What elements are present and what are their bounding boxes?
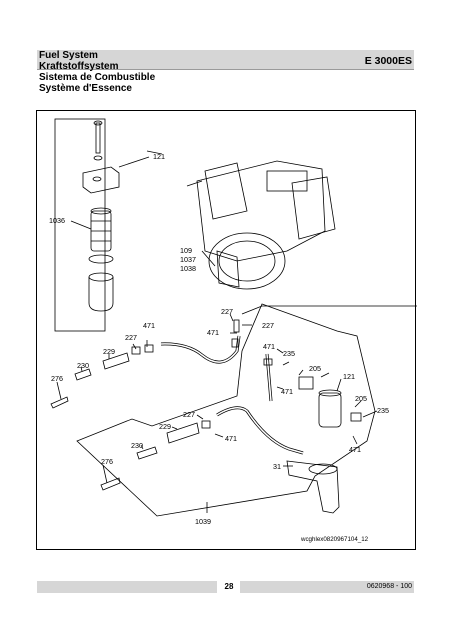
callout-205a: 205 — [309, 364, 321, 373]
header-divider — [37, 69, 414, 70]
callout-471c: 471 — [263, 342, 275, 351]
washer-part — [93, 155, 103, 161]
connector-lower-part — [166, 422, 200, 444]
o-ring-part — [88, 254, 114, 264]
title-en: Fuel System — [39, 50, 98, 61]
callout-31: 31 — [273, 462, 281, 471]
title-fr: Système d'Essence — [39, 83, 132, 94]
footer-bar-left — [37, 581, 217, 593]
callout-labels: 121 1036 109 1037 1038 227 227 471 471 2… — [49, 152, 389, 543]
callout-230b: 230 — [131, 441, 143, 450]
pump-body — [216, 250, 240, 288]
mounting-bracket-part — [286, 460, 340, 514]
callout-276b: 276 — [101, 457, 113, 466]
callout-227d: 227 — [183, 410, 195, 419]
callout-109: 109 — [180, 246, 192, 255]
fuel-hose-lower — [216, 406, 304, 455]
callout-1037: 1037 — [180, 255, 196, 264]
filter-detail-frame — [54, 118, 106, 332]
callout-121a: 121 — [153, 152, 165, 161]
callout-1038: 1038 — [180, 264, 196, 273]
callout-1036: 1036 — [49, 216, 65, 225]
plug-part — [50, 396, 69, 409]
exploded-view: 121 1036 109 1037 1038 227 227 471 471 2… — [49, 118, 417, 543]
inline-filter-part — [298, 376, 314, 390]
callout-471f: 471 — [349, 445, 361, 454]
model-code: E 3000ES — [364, 55, 412, 67]
fitting-part — [131, 346, 141, 355]
inline-filter-body — [318, 392, 342, 428]
callout-205b: 205 — [355, 394, 367, 403]
figure-reference: wcghlex0820967104_12 — [300, 536, 369, 543]
callout-471e: 471 — [225, 434, 237, 443]
footer-bar-right — [240, 581, 414, 593]
callout-471b: 471 — [207, 328, 219, 337]
engine-block — [186, 160, 336, 290]
callout-227a: 227 — [221, 307, 233, 316]
title-es: Sistema de Combustible — [39, 72, 156, 83]
callout-471d: 471 — [281, 387, 293, 396]
connector-part — [102, 352, 130, 370]
callout-121b: 121 — [343, 372, 355, 381]
fuel-hose-upper — [160, 335, 241, 364]
callout-227c: 227 — [125, 333, 137, 342]
bolt-part — [95, 122, 101, 154]
header-bar — [37, 50, 414, 69]
callout-235b: 235 — [377, 406, 389, 415]
filter-head-part — [82, 166, 120, 194]
callout-229b: 229 — [159, 422, 171, 431]
title-de: Kraftstoffsystem — [39, 61, 119, 72]
page-number: 28 — [224, 582, 234, 591]
assembly-outline — [76, 303, 376, 517]
callout-276a: 276 — [51, 374, 63, 383]
parts-diagram: 121 1036 109 1037 1038 227 227 471 471 2… — [36, 110, 417, 550]
callout-227b: 227 — [262, 321, 274, 330]
document-number: 0620968 - 100 — [366, 583, 412, 590]
callout-471a: 471 — [143, 321, 155, 330]
callout-230a: 230 — [77, 361, 89, 370]
callout-1039: 1039 — [195, 517, 211, 526]
callout-235a: 235 — [283, 349, 295, 358]
filter-bowl-part — [88, 277, 114, 312]
callout-229a: 229 — [103, 347, 115, 356]
hose-clamp-part — [233, 319, 240, 333]
